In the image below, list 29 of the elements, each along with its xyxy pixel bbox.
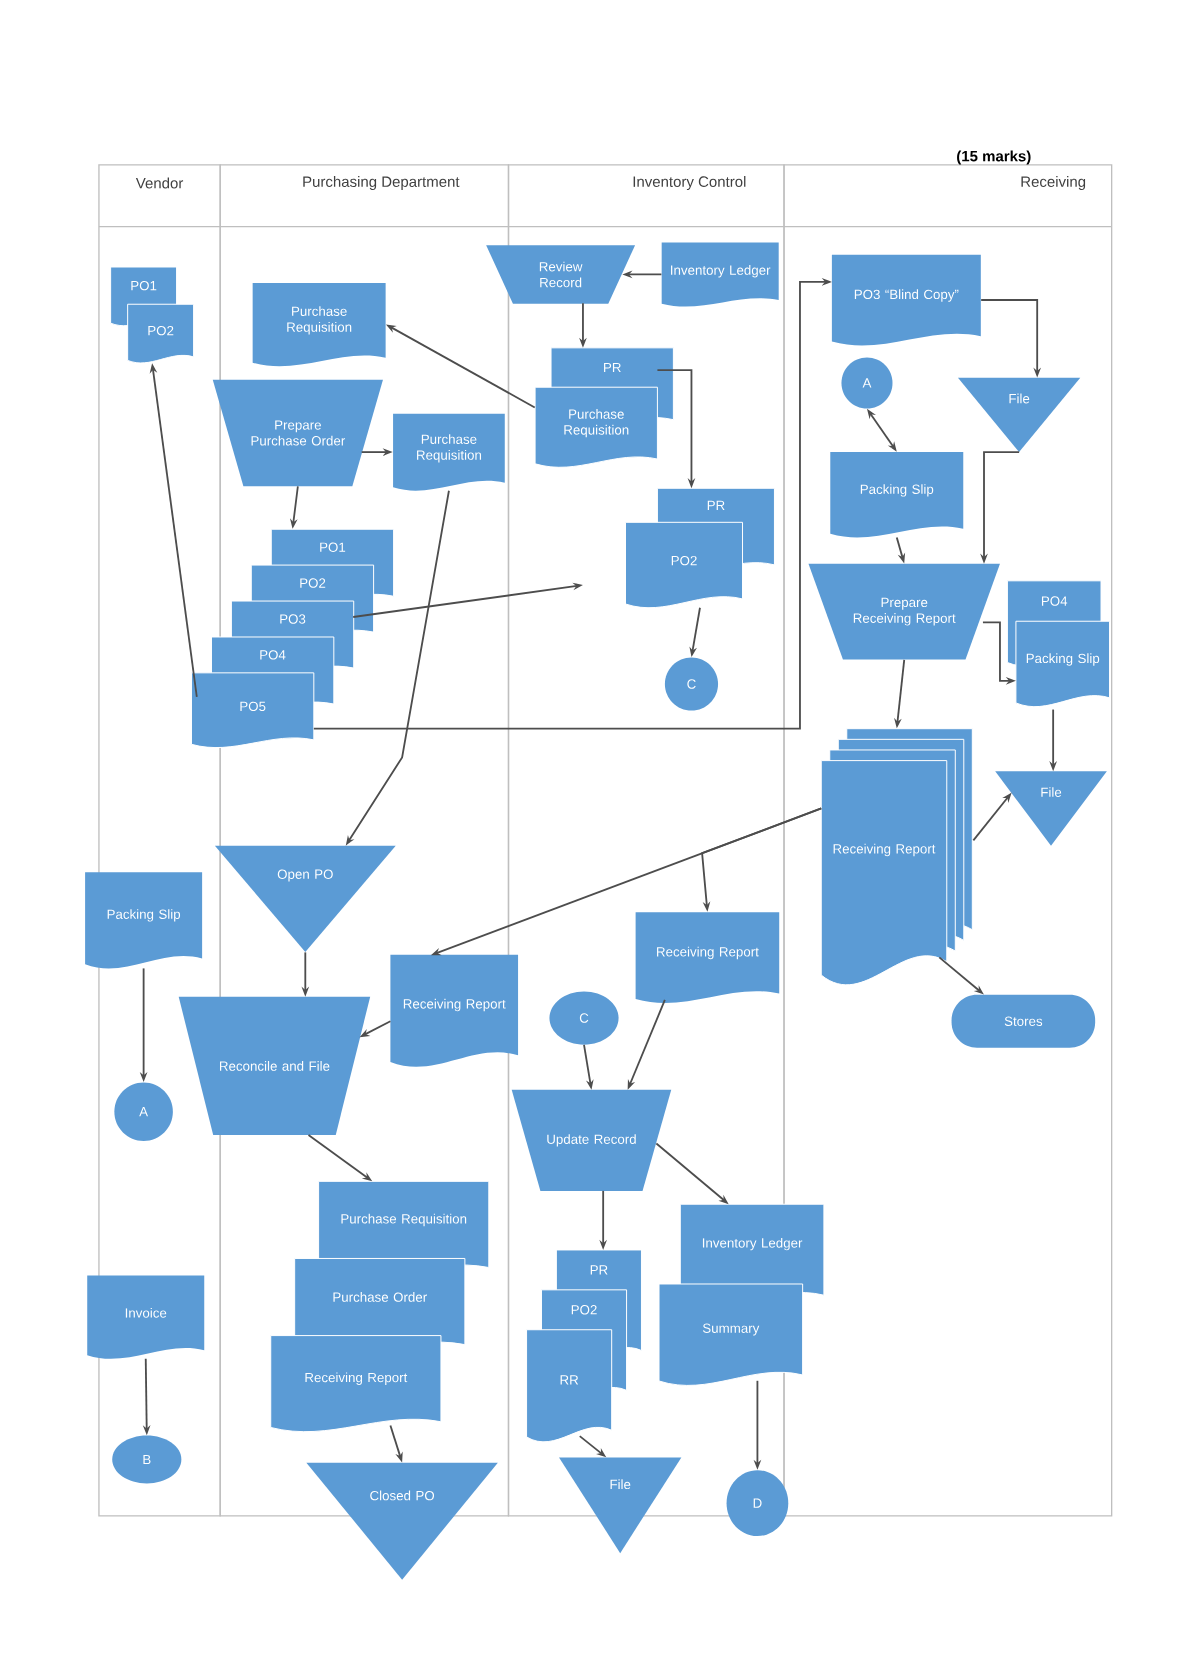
document-stack: PO4 Packing Slip <box>1007 580 1111 708</box>
document-stack: PR PO2 <box>625 487 776 609</box>
document-stack: PR PO2 RR <box>526 1249 643 1443</box>
marks-note: (15 marks) <box>957 150 1031 165</box>
node-label: PO2 <box>148 325 174 336</box>
file-triangle: Open PO <box>215 845 396 953</box>
node-label: PO5 <box>240 701 266 712</box>
manual-operation-trapezoid: Prepare Purchase Order <box>212 379 384 487</box>
node-label: Purchase Order <box>333 1292 428 1302</box>
document-stack: Receiving Report <box>820 728 973 986</box>
document-stack: PO1 PO2 PO3 PO4 PO5 <box>191 528 395 748</box>
node-label: Summary <box>703 1323 760 1336</box>
file-triangle: File <box>559 1457 682 1554</box>
document-stack: Inventory Ledger Summary <box>658 1203 825 1386</box>
node-label: PO4 <box>260 650 286 660</box>
manual-operation-trapezoid: Reconcile and File <box>178 996 371 1136</box>
document-stack: PR Purchase Requisition <box>534 347 674 468</box>
node-label: PO4 <box>1042 596 1068 606</box>
manual-operation-trapezoid: Update Record <box>511 1089 672 1191</box>
manual-operation-trapezoid: Prepare Receiving Report <box>808 563 1001 660</box>
file-triangle: File <box>995 771 1107 846</box>
manual-operation-trapezoid: Review Record <box>486 245 636 304</box>
document-stack: PO1 PO2 <box>110 266 195 364</box>
file-triangle: Closed PO <box>306 1462 498 1580</box>
node-label: Receiving Report <box>305 1372 408 1385</box>
node-label: PO1 <box>320 542 346 552</box>
node-label: PR <box>590 1265 608 1275</box>
file-triangle: File <box>958 377 1081 453</box>
document-stack: Purchase Requisition Purchase Order Receiving Report <box>270 1180 490 1433</box>
